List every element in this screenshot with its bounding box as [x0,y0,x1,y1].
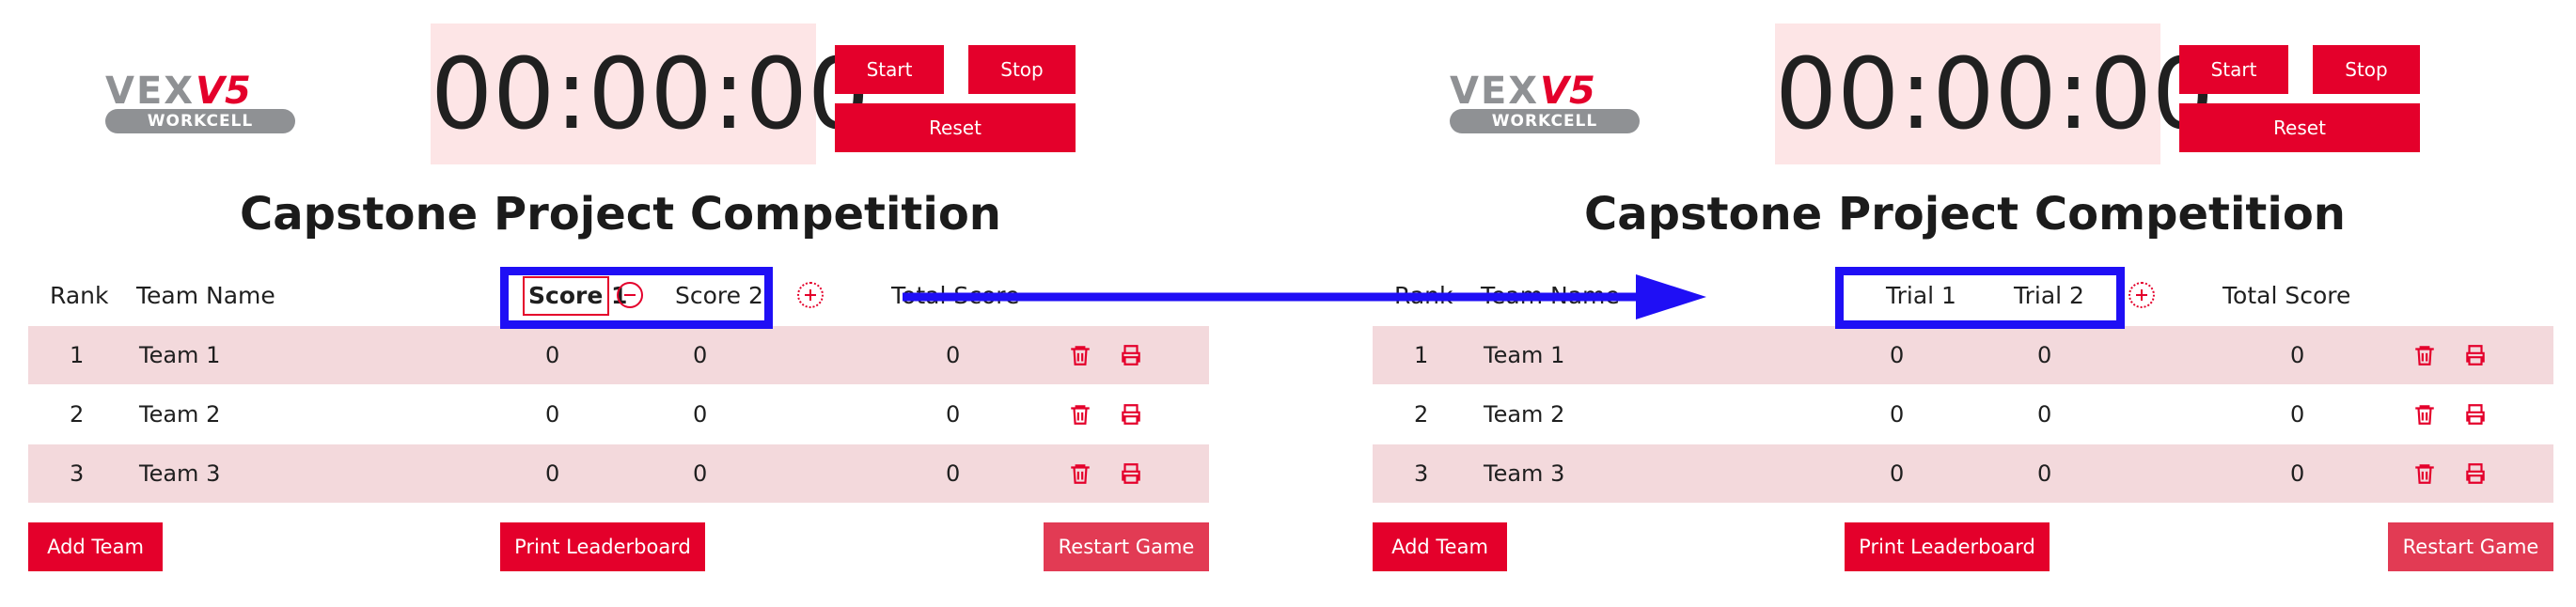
team-name-cell[interactable]: Team 3 [1484,460,1565,487]
team-name-cell[interactable]: Team 1 [1484,342,1565,368]
rank-cell: 2 [70,401,85,428]
add-team-button[interactable]: Add Team [28,522,163,571]
table-row: 1 Team 1 0 0 0 [1373,326,2553,384]
trash-icon[interactable] [1068,461,1092,486]
total-score-cell: 0 [2290,342,2305,368]
logo-workcell-text: WORKCELL [105,109,295,133]
add-team-button[interactable]: Add Team [1373,522,1507,571]
trial1-cell[interactable]: 0 [1890,342,1905,368]
trial2-cell[interactable]: 0 [2037,401,2052,428]
table-row: 1 Team 1 0 0 0 [28,326,1209,384]
team-name-cell[interactable]: Team 1 [139,342,221,368]
plus-circle-icon[interactable] [797,282,824,308]
trash-icon[interactable] [1068,343,1092,367]
vex-v5-workcell-logo: VEX V5 WORKCELL [105,64,298,137]
header-score1[interactable]: Score 1 [528,282,628,309]
trial1-cell[interactable]: 0 [1890,460,1905,487]
trial1-cell[interactable]: 0 [1890,401,1905,428]
printer-icon[interactable] [2463,461,2488,486]
start-button[interactable]: Start [835,45,944,94]
timer-display: 00:00:00 [1775,23,2214,164]
team-name-cell[interactable]: Team 3 [139,460,221,487]
rank-cell: 1 [70,342,85,368]
printer-icon[interactable] [1119,461,1143,486]
trash-icon[interactable] [2412,343,2437,367]
page-title: Capstone Project Competition [1584,188,2346,241]
total-score-cell: 0 [946,401,961,428]
logo-vex-text: VEX [1450,70,1540,113]
total-score-cell: 0 [946,342,961,368]
logo-v5-text: V5 [1540,70,1595,113]
stop-button[interactable]: Stop [2313,45,2420,94]
annotation-highlight-box-left [500,267,773,329]
score2-cell[interactable]: 0 [693,460,708,487]
rank-cell: 3 [70,460,85,487]
trial2-cell[interactable]: 0 [2037,342,2052,368]
table-row: 3 Team 3 0 0 0 [28,444,1209,503]
page-title: Capstone Project Competition [240,188,1001,241]
right-panel: VEX V5 WORKCELL 00:00:00 Start Stop Rese… [1373,0,2557,607]
team-name-cell[interactable]: Team 2 [1484,401,1565,428]
score2-cell[interactable]: 0 [693,401,708,428]
trash-icon[interactable] [2412,402,2437,427]
annotation-highlight-box-right [1835,267,2125,329]
trash-icon[interactable] [2412,461,2437,486]
table-row: 3 Team 3 0 0 0 [1373,444,2553,503]
header-score2: Score 2 [675,282,763,309]
table-row: 2 Team 2 0 0 0 [1373,385,2553,444]
printer-icon[interactable] [1119,402,1143,427]
score1-cell[interactable]: 0 [545,401,560,428]
trial2-cell[interactable]: 0 [2037,460,2052,487]
score2-cell[interactable]: 0 [693,342,708,368]
start-button[interactable]: Start [2179,45,2288,94]
score1-cell[interactable]: 0 [545,342,560,368]
header-trial1[interactable]: Trial 1 [1886,282,1956,309]
left-panel: VEX V5 WORKCELL 00:00:00 Start Stop Rese… [28,0,1213,607]
timer-display: 00:00:00 [431,23,870,164]
header-total-score: Total Score [2223,282,2351,309]
rank-cell: 1 [1414,342,1429,368]
printer-icon[interactable] [2463,343,2488,367]
reset-button[interactable]: Reset [2179,103,2420,152]
print-leaderboard-button[interactable]: Print Leaderboard [1845,522,2050,571]
logo-workcell-text: WORKCELL [1450,109,1640,133]
score1-edit-field[interactable] [523,276,609,316]
plus-circle-icon[interactable] [2128,282,2155,308]
printer-icon[interactable] [2463,402,2488,427]
restart-game-button[interactable]: Restart Game [1044,522,1209,571]
restart-game-button[interactable]: Restart Game [2388,522,2553,571]
team-name-cell[interactable]: Team 2 [139,401,221,428]
trash-icon[interactable] [1068,402,1092,427]
rank-cell: 3 [1414,460,1429,487]
total-score-cell: 0 [2290,460,2305,487]
printer-icon[interactable] [1119,343,1143,367]
total-score-cell: 0 [946,460,961,487]
stop-button[interactable]: Stop [968,45,1076,94]
table-row: 2 Team 2 0 0 0 [28,385,1209,444]
header-team-name: Team Name [136,282,275,309]
vex-v5-workcell-logo: VEX V5 WORKCELL [1450,64,1642,137]
logo-vex-text: VEX [105,70,196,113]
score1-cell[interactable]: 0 [545,460,560,487]
minus-circle-icon[interactable] [617,282,643,308]
total-score-cell: 0 [2290,401,2305,428]
header-trial2[interactable]: Trial 2 [2014,282,2084,309]
logo-v5-text: V5 [196,70,251,113]
rank-cell: 2 [1414,401,1429,428]
header-rank: Rank [50,282,109,309]
print-leaderboard-button[interactable]: Print Leaderboard [500,522,705,571]
reset-button[interactable]: Reset [835,103,1076,152]
